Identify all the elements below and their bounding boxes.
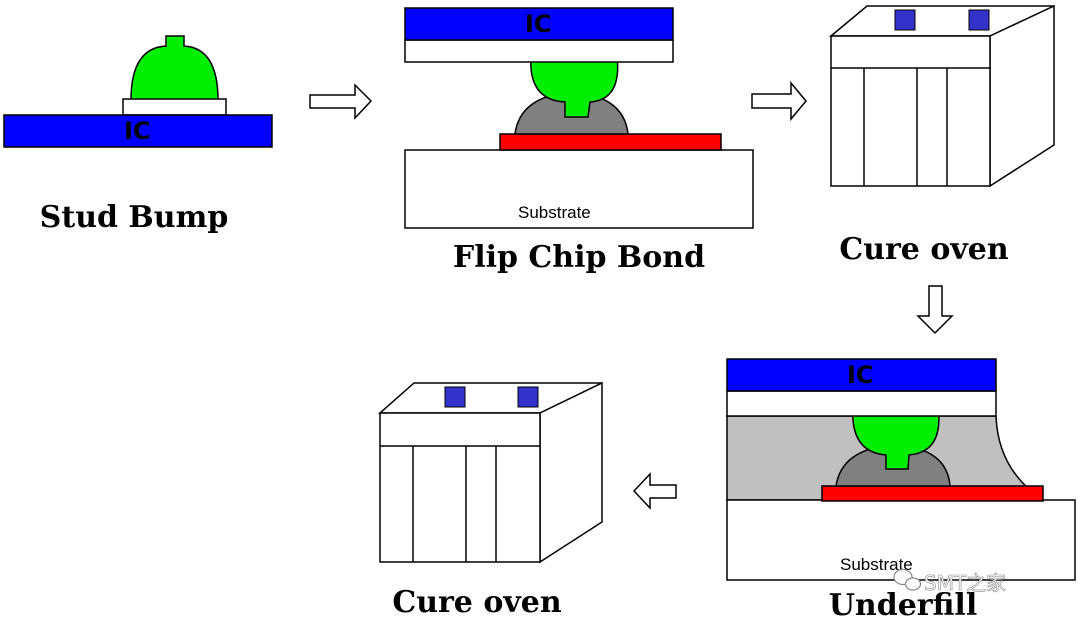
substrate-label: Substrate bbox=[518, 203, 591, 222]
stud-bump-stage: IC Stud Bump bbox=[3, 35, 273, 235]
underfill-stage: IC Substrate Underfill bbox=[726, 358, 1076, 623]
arrow-left-icon bbox=[632, 472, 677, 510]
substrate bbox=[404, 149, 754, 229]
gold-stud-bump bbox=[530, 55, 619, 118]
watermark: SMT之家 bbox=[893, 568, 1006, 595]
gold-stud-bump bbox=[130, 35, 219, 101]
ic-label: IC bbox=[525, 10, 552, 38]
stud-bump-caption: Stud Bump bbox=[40, 200, 229, 235]
flip-chip-bond-stage: IC Substrate Flip Chip Bond bbox=[404, 7, 754, 275]
ic-die bbox=[404, 7, 674, 41]
oven-side bbox=[539, 381, 603, 564]
bond-pad bbox=[122, 98, 227, 116]
die-layer bbox=[726, 390, 997, 417]
cure-oven-stage: Cure oven bbox=[828, 4, 1055, 267]
oven-front bbox=[379, 412, 541, 563]
watermark-text: SMT之家 bbox=[924, 571, 1006, 595]
gold-stud-bump bbox=[852, 406, 940, 470]
wechat-icon bbox=[893, 568, 922, 591]
ic-die bbox=[726, 358, 997, 392]
substrate-label: Substrate bbox=[840, 555, 913, 574]
underfill-caption: Underfill bbox=[829, 588, 977, 623]
ic-die bbox=[3, 114, 273, 148]
arrow-right-icon bbox=[751, 80, 807, 122]
die-layer bbox=[404, 39, 674, 63]
arrow-right-icon bbox=[309, 83, 373, 120]
oven-window bbox=[444, 386, 466, 408]
cure-oven-caption: Cure oven bbox=[392, 585, 562, 620]
flip-chip-bond-caption: Flip Chip Bond bbox=[453, 240, 705, 275]
substrate-pad bbox=[821, 485, 1044, 502]
substrate-pad bbox=[499, 133, 722, 151]
oven-window bbox=[517, 386, 539, 408]
cure-oven-stage: Cure oven bbox=[378, 381, 603, 620]
oven-window bbox=[894, 9, 916, 31]
cure-oven-caption: Cure oven bbox=[839, 232, 1009, 267]
substrate bbox=[726, 499, 1076, 581]
oven-side bbox=[989, 4, 1055, 188]
ic-label: IC bbox=[847, 361, 874, 389]
oven-window bbox=[968, 9, 990, 31]
arrow-down-icon bbox=[916, 285, 954, 335]
ic-label: IC bbox=[124, 117, 151, 145]
oven-front bbox=[830, 35, 991, 187]
